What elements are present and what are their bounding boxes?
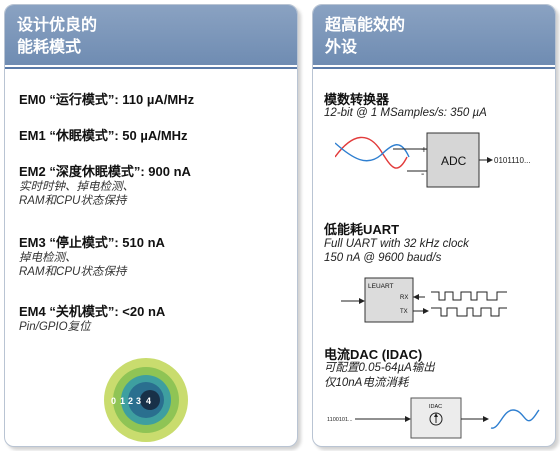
mode-em0: EM0 “运行模式”: 110 µA/MHz	[19, 89, 194, 108]
energy-modes-header-line1: 设计优良的	[17, 17, 98, 34]
uart-rx-waveform	[431, 291, 507, 301]
target-label-1: 1	[120, 396, 125, 406]
idac-title: 电流DAC (IDAC)	[324, 347, 423, 362]
uart-desc-line1: Full UART with 32 kHz clock	[324, 238, 469, 250]
mode-em2-desc-line2: RAM和CPU状态保持	[19, 195, 127, 207]
uart-input-arrow-icon	[359, 298, 365, 304]
uart-diagram: LEUART RX TX	[341, 277, 507, 323]
energy-modes-header-line2: 能耗模式	[17, 39, 82, 56]
mode-em3-desc-line1: 掉电检测、	[19, 252, 77, 264]
uart-rx-arrow-icon	[413, 294, 419, 300]
mode-em4-desc-line1: Pin/GPIO复位	[19, 321, 91, 333]
idac-block-label: IDAC	[429, 404, 442, 410]
uart-title: 低能耗UART	[324, 222, 400, 237]
mode-em4: EM4 “关机模式”: <20 nA Pin/GPIO复位	[19, 301, 165, 334]
idac-output-arrow-icon	[483, 416, 489, 422]
idac-desc-line1: 可配置0.05-64µA输出	[324, 362, 435, 374]
adc-block-label: ADC	[441, 154, 467, 168]
uart-desc-line2: 150 nA @ 9600 baud/s	[324, 252, 442, 264]
adc-diagram: + - ADC 0101110...	[335, 132, 531, 188]
adc-output-arrow-icon	[487, 157, 493, 163]
energy-modes-panel: 设计优良的 能耗模式 EM0 “运行模式”: 110 µA/MHz EM1 “休…	[4, 4, 298, 447]
mode-em2-desc-line1: 实时时钟、掉电检测、	[19, 181, 134, 193]
adc-plus-label: +	[421, 145, 427, 156]
adc-desc: 12-bit @ 1 MSamples/s: 350 µA	[324, 107, 487, 119]
peripherals-body: 模数转换器 12-bit @ 1 MSamples/s: 350 µA + - …	[313, 67, 555, 446]
peripherals-header: 超高能效的 外设	[313, 5, 555, 65]
target-label-4: 4	[146, 396, 151, 406]
peripherals-header-line1: 超高能效的	[325, 17, 406, 34]
uart-rx-label: RX	[400, 295, 408, 301]
target-label-3: 3	[136, 396, 141, 406]
mode-em3-desc-line2: RAM和CPU状态保持	[19, 266, 127, 278]
adc-title: 模数转换器	[324, 92, 390, 107]
mode-em0-title: EM0 “运行模式”: 110 µA/MHz	[19, 92, 195, 107]
adc-minus-label: -	[421, 169, 424, 180]
mode-em2: EM2 “深度休眠模式”: 900 nA 实时时钟、掉电检测、 RAM和CPU状…	[19, 161, 191, 208]
uart-tx-label: TX	[400, 309, 408, 315]
adc-output-label: 0101110...	[494, 156, 531, 165]
mode-em1-title: EM1 “休眠模式”: 50 µA/MHz	[19, 128, 188, 143]
target-label-2: 2	[128, 396, 133, 406]
peripherals-header-line2: 外设	[325, 39, 358, 56]
adc-block	[426, 132, 480, 188]
mode-em4-title: EM4 “关机模式”: <20 nA	[19, 304, 166, 319]
idac-desc-line2: 仅10nA电流消耗	[324, 377, 409, 389]
idac-input-label: 1100101...	[327, 417, 353, 423]
uart-tx-waveform	[431, 307, 507, 317]
mode-em3: EM3 “停止模式”: 510 nA 掉电检测、 RAM和CPU状态保持	[19, 232, 165, 279]
target-center	[140, 390, 160, 410]
mode-em1: EM1 “休眠模式”: 50 µA/MHz	[19, 125, 188, 144]
adc-wave-red	[335, 136, 408, 169]
mode-em3-title: EM3 “停止模式”: 510 nA	[19, 235, 165, 250]
energy-modes-body: EM0 “运行模式”: 110 µA/MHz EM1 “休眠模式”: 50 µA…	[5, 67, 297, 446]
mode-em2-title: EM2 “深度休眠模式”: 900 nA	[19, 164, 191, 179]
energy-mode-target-graphic: 0 1 2 3 4	[104, 358, 188, 442]
idac-output-wave	[490, 409, 540, 429]
uart-tx-arrow-icon	[423, 308, 429, 314]
idac-current-arrow-icon	[434, 413, 438, 417]
energy-modes-header: 设计优良的 能耗模式	[5, 5, 297, 65]
adc-wave-blue	[335, 142, 410, 162]
target-label-0: 0	[111, 396, 116, 406]
idac-input-arrow-icon	[405, 416, 411, 422]
peripherals-panel: 超高能效的 外设 模数转换器 12-bit @ 1 MSamples/s: 35…	[312, 4, 556, 447]
idac-diagram: 1100101... IDAC	[327, 397, 540, 439]
uart-block-label: LEUART	[368, 283, 394, 290]
uart-block	[364, 277, 414, 323]
